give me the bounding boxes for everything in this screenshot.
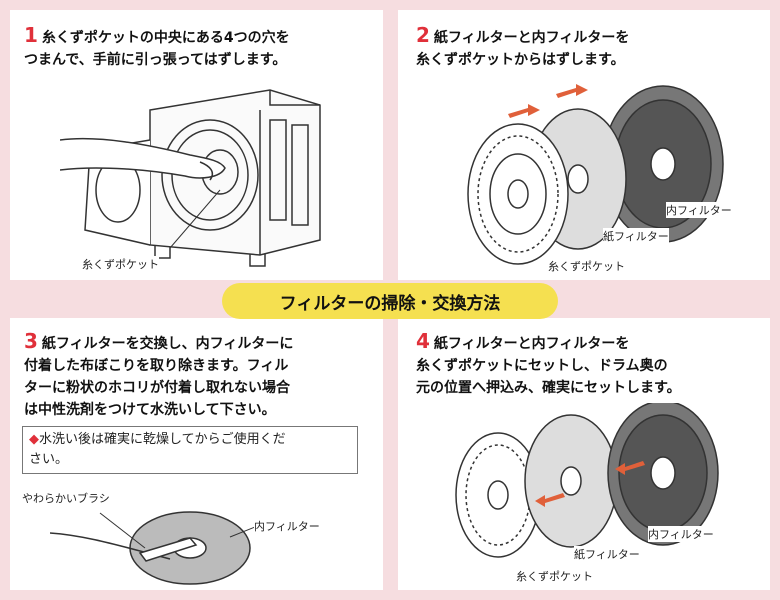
filter-removal-illustration xyxy=(467,84,724,265)
step-4-number: 4 xyxy=(416,329,430,353)
step-1-number: 1 xyxy=(24,23,38,47)
page-title: フィルターの掃除・交換方法 xyxy=(222,283,558,319)
step-2-number: 2 xyxy=(416,23,430,47)
label-paper-filter: 紙フィルター xyxy=(603,228,669,244)
label-lint-pocket: 糸くずポケット xyxy=(548,258,625,274)
diamond-icon: ◆ xyxy=(29,432,39,447)
label-inner-filter: 内フィルター xyxy=(648,526,714,542)
label-inner-filter: 内フィルター xyxy=(254,518,320,534)
step-3-number: 3 xyxy=(24,329,38,353)
filter-install-illustration xyxy=(455,403,719,558)
caution-note: ◆水洗い後は確実に乾燥してからご使用くだ さい。 xyxy=(22,426,358,474)
label-paper-filter: 紙フィルター xyxy=(574,546,640,562)
label-inner-filter: 内フィルター xyxy=(666,202,732,218)
label-lint-pocket: 糸くずポケット xyxy=(82,256,159,272)
brush-cleaning-illustration xyxy=(50,511,261,585)
label-soft-brush: やわらかいブラシ xyxy=(22,490,110,506)
label-lint-pocket: 糸くずポケット xyxy=(516,568,593,584)
dryer-illustration xyxy=(60,89,321,267)
